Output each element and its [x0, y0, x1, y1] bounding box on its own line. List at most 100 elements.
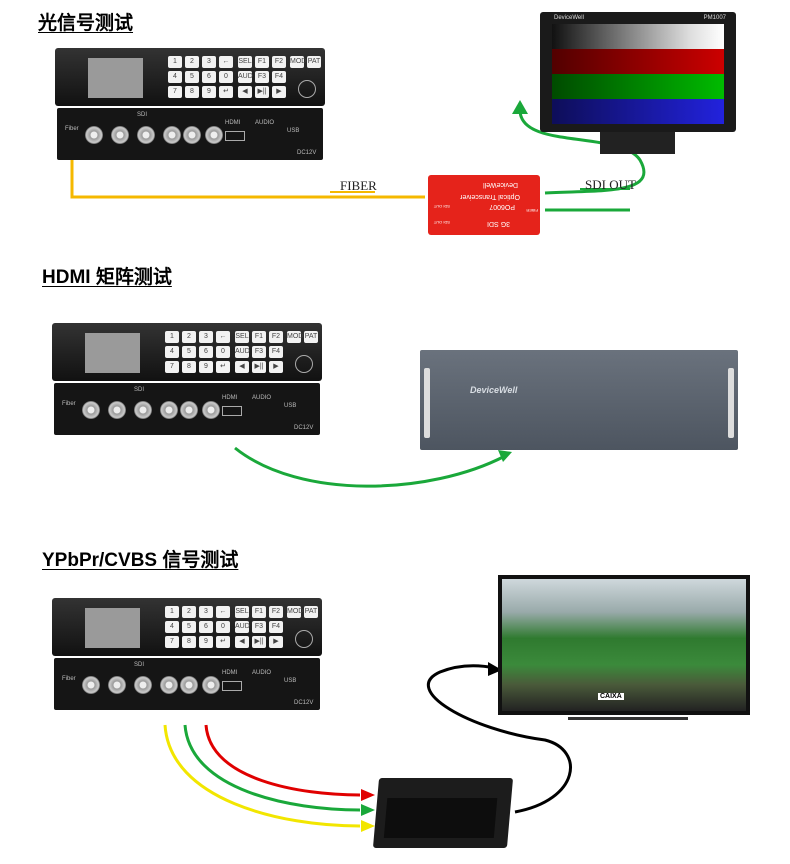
key-button[interactable]: F3: [252, 621, 266, 633]
key-button[interactable]: ▶: [272, 86, 286, 98]
key-button[interactable]: ←: [216, 606, 230, 618]
bnc-connector: [82, 676, 100, 694]
key-button[interactable]: SEL: [235, 606, 249, 618]
key-button[interactable]: 9: [199, 361, 213, 373]
key-button[interactable]: 5: [185, 71, 199, 83]
key-button[interactable]: 4: [165, 346, 179, 358]
tv-screen: [502, 579, 746, 711]
key-button[interactable]: ◀: [238, 86, 252, 98]
key-button[interactable]: SEL: [238, 56, 252, 68]
key-button[interactable]: F4: [269, 621, 283, 633]
bnc-connector: [134, 401, 152, 419]
key-button[interactable]: PAT: [304, 606, 318, 618]
key-button[interactable]: ←: [219, 56, 233, 68]
key-button[interactable]: 8: [185, 86, 199, 98]
key-button[interactable]: F1: [252, 606, 266, 618]
key-button[interactable]: ▶: [269, 636, 283, 648]
key-button[interactable]: F4: [269, 346, 283, 358]
key-button[interactable]: ◀: [235, 636, 249, 648]
key-button[interactable]: F3: [255, 71, 269, 83]
tv-banner: CAIXA: [598, 693, 624, 700]
key-button[interactable]: 4: [168, 71, 182, 83]
sdi-cable-1: [518, 109, 646, 195]
section-title-ypbpr: YPbPr/CVBS 信号测试: [42, 550, 239, 571]
key-button[interactable]: MOD: [287, 606, 303, 618]
key-button[interactable]: ↵: [216, 361, 230, 373]
sdi-out-label: SDI OUT: [585, 177, 636, 192]
key-button[interactable]: F4: [272, 71, 286, 83]
arrow-head: [512, 100, 528, 114]
port-label: HDMI: [222, 670, 238, 676]
key-button[interactable]: 4: [165, 621, 179, 633]
key-button[interactable]: 1: [165, 606, 179, 618]
key-button[interactable]: 2: [182, 331, 196, 343]
key-button[interactable]: F1: [255, 56, 269, 68]
key-button[interactable]: F2: [272, 56, 286, 68]
bnc-connector: [82, 401, 100, 419]
bnc-connector: [137, 126, 155, 144]
key-button[interactable]: F2: [269, 606, 283, 618]
key-button[interactable]: 3: [202, 56, 216, 68]
key-button[interactable]: 9: [202, 86, 216, 98]
bnc-connector: [202, 401, 220, 419]
key-button[interactable]: 0: [219, 71, 233, 83]
key-button[interactable]: 0: [216, 346, 230, 358]
key-button[interactable]: ↵: [216, 636, 230, 648]
monitor-model: PM1007: [703, 15, 726, 21]
key-button[interactable]: 7: [165, 361, 179, 373]
key-button[interactable]: 1: [168, 56, 182, 68]
key-button[interactable]: PAT: [304, 331, 318, 343]
key-button[interactable]: ▶||: [252, 636, 266, 648]
key-button[interactable]: AUD: [238, 71, 253, 83]
tv-stand: [568, 717, 688, 730]
key-button[interactable]: ←: [216, 331, 230, 343]
key-button[interactable]: PAT: [307, 56, 321, 68]
key-button[interactable]: 2: [182, 606, 196, 618]
key-button[interactable]: AUD: [235, 621, 250, 633]
key-button[interactable]: 2: [185, 56, 199, 68]
key-button[interactable]: ↵: [219, 86, 233, 98]
key-button[interactable]: 3: [199, 331, 213, 343]
key-button[interactable]: ▶||: [255, 86, 269, 98]
key-button[interactable]: 6: [199, 346, 213, 358]
key-button[interactable]: 8: [182, 361, 196, 373]
key-button[interactable]: SEL: [235, 331, 249, 343]
key-button[interactable]: ◀: [235, 361, 249, 373]
television: CAIXA: [498, 575, 750, 720]
key-button[interactable]: MOD: [290, 56, 306, 68]
key-button[interactable]: F1: [252, 331, 266, 343]
key-button[interactable]: 3: [199, 606, 213, 618]
key-button[interactable]: ▶: [269, 361, 283, 373]
key-button[interactable]: 6: [199, 621, 213, 633]
port-label: USB: [287, 128, 300, 134]
port-label: AUDIO: [252, 670, 272, 676]
fiber-label: FIBER: [340, 178, 377, 193]
bnc-connector: [183, 126, 201, 144]
red-cable: [204, 724, 361, 797]
key-button[interactable]: 9: [199, 636, 213, 648]
key-button[interactable]: 5: [182, 346, 196, 358]
key-button[interactable]: AUD: [235, 346, 250, 358]
key-button[interactable]: F2: [269, 331, 283, 343]
key-button[interactable]: 5: [182, 621, 196, 633]
port-label: AUDIO: [252, 395, 272, 401]
color-bars: [552, 24, 724, 124]
key-button[interactable]: F3: [252, 346, 266, 358]
key-button[interactable]: 0: [216, 621, 230, 633]
key-button[interactable]: 7: [165, 636, 179, 648]
key-button[interactable]: ▶||: [252, 361, 266, 373]
bnc-connector: [205, 126, 223, 144]
rotary-knob[interactable]: [295, 355, 313, 373]
rotary-knob[interactable]: [295, 630, 313, 648]
key-button[interactable]: 7: [168, 86, 182, 98]
key-button[interactable]: MOD: [287, 331, 303, 343]
key-button[interactable]: 6: [202, 71, 216, 83]
key-button[interactable]: 8: [182, 636, 196, 648]
key-button[interactable]: 1: [165, 331, 179, 343]
rotary-knob[interactable]: [298, 80, 316, 98]
arrow-head: [361, 820, 375, 832]
